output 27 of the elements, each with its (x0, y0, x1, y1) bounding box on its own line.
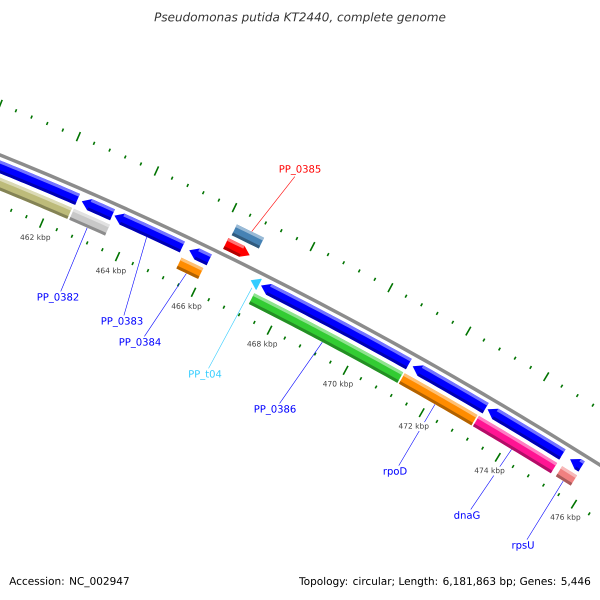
gene-label: PP_0383 (102, 317, 142, 327)
gene-bar (0, 176, 72, 219)
gene-bar (189, 248, 212, 266)
accession-text: Accession: NC_002947 (9, 576, 129, 588)
gene-bar (114, 214, 185, 252)
gene-bar (250, 278, 262, 290)
leader-line (124, 236, 147, 316)
leader-line (526, 480, 564, 540)
leader-line (251, 176, 296, 232)
gene-bar (69, 208, 110, 236)
gene-bar (232, 224, 264, 249)
leader-line (279, 342, 323, 404)
gene-bar (556, 466, 578, 486)
title: Pseudomonas putida KT2440, complete genome (154, 12, 446, 24)
genome-summary-text: Topology: circular; Length: 6,181,863 bp; Genes: 5,446 (299, 576, 590, 588)
leader-line (144, 273, 187, 337)
gene-label: rpsU (512, 541, 534, 551)
leader-line (60, 228, 88, 292)
gene-bar (570, 458, 585, 472)
gene-label: PP_0386 (254, 405, 296, 415)
gene-label: PP_t04 (189, 370, 222, 380)
gene-label: dnaG (454, 511, 480, 519)
gene-label: PP_0382 (38, 293, 78, 303)
gene-label: PP_0385 (280, 165, 320, 175)
gene-label: PP_0384 (120, 338, 161, 348)
gene-label: rpoD (384, 467, 407, 477)
leader-line (208, 288, 252, 369)
